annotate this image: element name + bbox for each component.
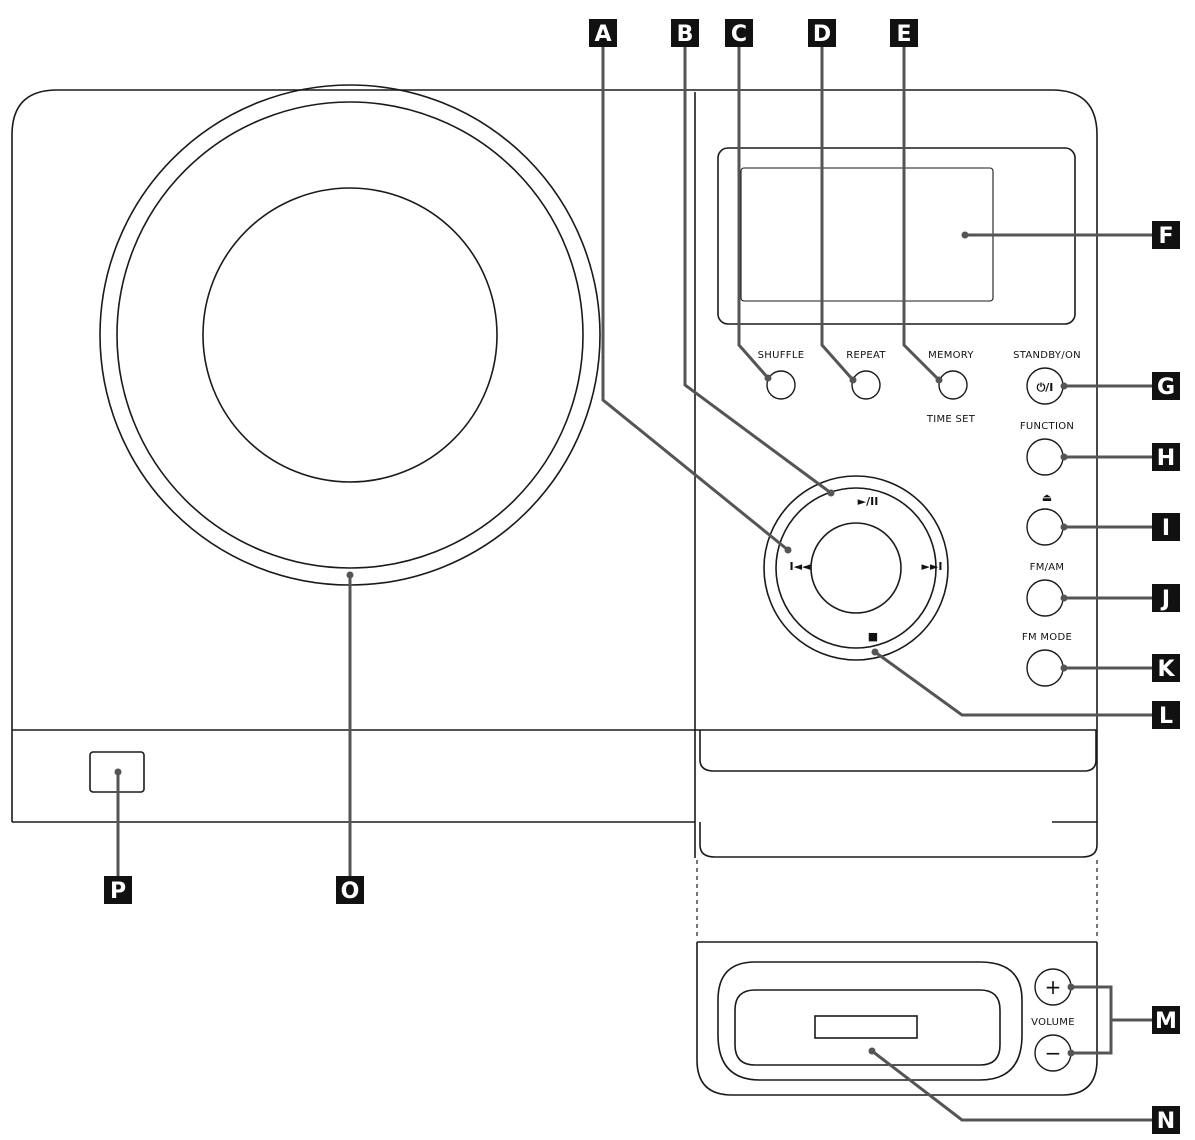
leader-line-e <box>902 47 941 382</box>
fm-mode-button[interactable] <box>1026 649 1064 687</box>
transport-ring-outer <box>763 475 949 661</box>
callout-p: P <box>110 879 126 904</box>
leader-line-a <box>601 47 789 552</box>
callout-badge-n <box>1152 1106 1180 1134</box>
stop-icon: ■ <box>868 630 878 643</box>
callout-badge-j <box>1152 584 1180 612</box>
skip-forward-icon: ►►I <box>921 560 942 573</box>
memory-button[interactable] <box>938 370 968 400</box>
callout-c: C <box>731 22 747 47</box>
leader-line-c <box>737 47 770 379</box>
leader-dot-f <box>961 231 969 239</box>
leader-dot-m-top <box>1067 983 1075 991</box>
callout-o: O <box>341 879 360 904</box>
callout-badge-b <box>671 19 699 47</box>
callout-d: D <box>813 22 831 47</box>
callout-badge-k <box>1152 654 1180 682</box>
leader-dot-e <box>935 376 943 384</box>
fm-am-label: FM/AM <box>1030 562 1065 573</box>
callout-badge-o <box>336 876 364 904</box>
fm-am-button[interactable] <box>1026 579 1064 617</box>
transport-center-button[interactable] <box>810 522 902 614</box>
callout-h: H <box>1157 446 1175 471</box>
leader-dot-i <box>1060 523 1068 531</box>
volume-down-icon: − <box>1045 1041 1062 1065</box>
callout-badge-h <box>1152 443 1180 471</box>
dock-detail-outline <box>696 942 1098 1096</box>
dock-cradle-outer <box>717 961 1023 1081</box>
callout-badge-g <box>1152 372 1180 400</box>
volume-label: VOLUME <box>1031 1017 1075 1028</box>
function-label: FUNCTION <box>1020 421 1074 432</box>
leader-line-b <box>683 47 832 495</box>
cd-lid-center <box>202 187 498 483</box>
callout-badge-a <box>589 19 617 47</box>
callout-badge-p <box>104 876 132 904</box>
dock-connector <box>814 1015 918 1039</box>
callout-f: F <box>1158 224 1173 249</box>
time-set-label: TIME SET <box>926 414 976 425</box>
leader-dot-c <box>764 374 772 382</box>
callout-a: A <box>594 22 611 47</box>
shuffle-label: SHUFFLE <box>758 350 805 361</box>
leader-line-d <box>820 47 855 381</box>
callout-badge-e <box>890 19 918 47</box>
callout-badge-l <box>1152 701 1180 729</box>
callout-j: J <box>1160 587 1170 612</box>
leader-dot-p <box>114 768 122 776</box>
leader-line-l <box>874 650 1152 717</box>
callout-i: I <box>1162 516 1170 541</box>
leader-dot-n <box>868 1047 876 1055</box>
cd-lid-outer-ring <box>99 84 601 586</box>
leader-dot-a <box>784 546 792 554</box>
leader-line-m <box>1071 985 1113 1055</box>
repeat-label: REPEAT <box>846 350 886 361</box>
callout-l: L <box>1159 704 1173 729</box>
eject-button[interactable] <box>1026 508 1064 546</box>
callout-k: K <box>1157 657 1175 682</box>
function-button[interactable] <box>1026 438 1064 476</box>
leader-dot-g <box>1060 382 1068 390</box>
leader-dot-d <box>849 376 857 384</box>
display-screen <box>740 167 994 302</box>
callout-badge-i <box>1152 513 1180 541</box>
cd-lid-inner-ring <box>116 101 584 569</box>
leader-dot-l <box>871 648 879 656</box>
callout-badge-m <box>1152 1006 1180 1034</box>
callout-b: B <box>677 22 694 47</box>
callout-g: G <box>1157 375 1175 400</box>
memory-label: MEMORY <box>928 350 974 361</box>
standby-symbol: ⏻/I <box>1037 381 1054 394</box>
leader-dot-b <box>827 489 835 497</box>
leader-line-n <box>871 1049 1152 1122</box>
leader-dot-o <box>346 571 354 579</box>
dock-drawer-bottom <box>699 822 1098 858</box>
transport-ring-inner[interactable] <box>775 487 937 649</box>
standby-on-label: STANDBY/ON <box>1013 350 1081 361</box>
callout-m: M <box>1155 1009 1177 1034</box>
dock-cradle-inner <box>734 989 1001 1066</box>
callout-badge-c <box>725 19 753 47</box>
volume-up-icon: + <box>1045 975 1062 999</box>
fm-mode-label: FM MODE <box>1022 632 1072 643</box>
callout-n: N <box>1157 1109 1175 1134</box>
play-pause-icon: ►/II <box>858 495 879 508</box>
unit-body-outline <box>11 89 1098 823</box>
callout-badge-d <box>808 19 836 47</box>
dock-drawer-front <box>699 730 1097 772</box>
leader-dot-h <box>1060 453 1068 461</box>
callout-badge-f <box>1152 221 1180 249</box>
repeat-button[interactable] <box>851 370 881 400</box>
leader-dot-m-bottom <box>1067 1049 1075 1057</box>
leader-dot-k <box>1060 664 1068 672</box>
leader-dot-j <box>1060 594 1068 602</box>
skip-back-icon: I◄◄ <box>789 560 811 573</box>
shuffle-button[interactable] <box>766 370 796 400</box>
callout-e: E <box>896 22 911 47</box>
eject-icon: ⏏ <box>1042 491 1052 504</box>
